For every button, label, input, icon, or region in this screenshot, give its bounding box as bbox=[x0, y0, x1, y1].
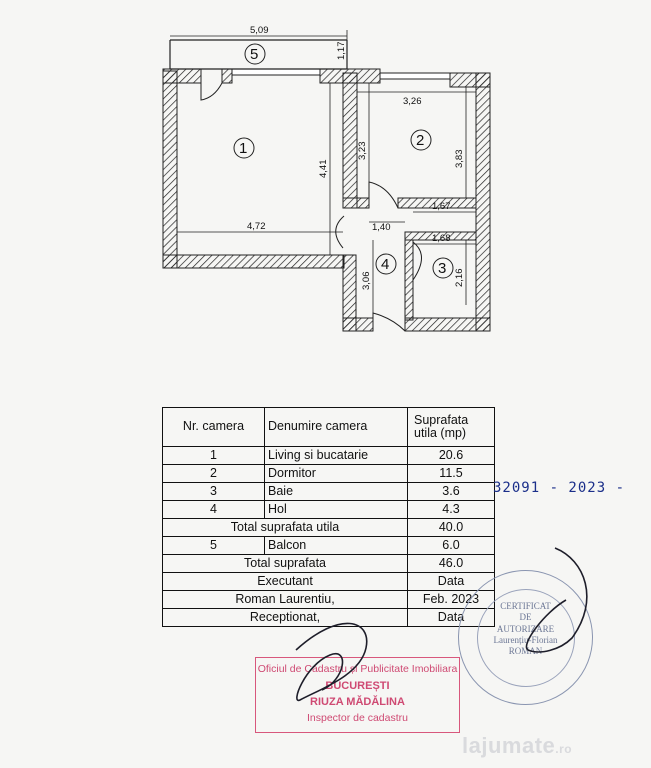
header-area: Suprafata utila (mp) bbox=[407, 407, 495, 447]
executant-name-row: Roman Laurentiu, Feb. 2023 bbox=[162, 590, 495, 609]
total-label: Total suprafata bbox=[162, 554, 408, 573]
dim-3-83: 3,83 bbox=[454, 150, 465, 169]
room-1-label: 1 bbox=[239, 140, 247, 157]
header-nr: Nr. camera bbox=[162, 407, 265, 447]
total-util-row: Total suprafata utila 40.0 bbox=[162, 518, 495, 537]
row-area: 4.3 bbox=[407, 500, 495, 519]
ocpi-stamp: Oficiul de Cadastru și Publicitate Imobi… bbox=[255, 657, 460, 733]
executant-label: Executant bbox=[162, 572, 408, 591]
row-nr: 1 bbox=[162, 446, 265, 465]
cert-line2: DE bbox=[519, 612, 532, 623]
receptionat-label: Receptionat, bbox=[162, 608, 408, 627]
room-2-label: 2 bbox=[416, 132, 424, 149]
row-nr: 3 bbox=[162, 482, 265, 501]
ocpi-line4: Inspector de cadastru bbox=[307, 711, 408, 724]
receptionat-row: Receptionat, Data bbox=[162, 608, 495, 627]
total-value: 46.0 bbox=[407, 554, 495, 573]
balcon-area: 6.0 bbox=[407, 536, 495, 555]
total-util-label: Total suprafata utila bbox=[162, 518, 408, 537]
room-5-label: 5 bbox=[250, 46, 258, 63]
row-name: Dormitor bbox=[264, 464, 408, 483]
table-row: 4 Hol 4.3 bbox=[162, 500, 495, 519]
balcon-nr: 5 bbox=[162, 536, 265, 555]
cert-line4: Laurențiu-Florian bbox=[493, 634, 558, 645]
walls bbox=[162, 68, 491, 332]
dim-1-40: 1,40 bbox=[372, 222, 391, 233]
balcon-row: 5 Balcon 6.0 bbox=[162, 536, 495, 555]
dim-4-72: 4,72 bbox=[247, 221, 266, 232]
row-area: 11.5 bbox=[407, 464, 495, 483]
dimension-lines bbox=[170, 30, 476, 318]
dim-1-67: 1,67 bbox=[432, 201, 451, 212]
area-table: Nr. camera Denumire camera Suprafata uti… bbox=[162, 407, 495, 627]
doors bbox=[200, 82, 422, 332]
watermark: lajumate.ro bbox=[462, 733, 572, 759]
room-numbers bbox=[233, 43, 454, 279]
header-area-line2: utila (mp) bbox=[414, 426, 467, 440]
header-area-line1: Suprafata bbox=[414, 412, 469, 427]
certificate-stamp: CERTIFICAT DE AUTORIZARE Laurențiu-Flori… bbox=[458, 570, 593, 705]
handwritten-registration-number: 32091 - 2023 - bbox=[493, 480, 626, 496]
header-name: Denumire camera bbox=[264, 407, 408, 447]
dim-4-41: 4,41 bbox=[318, 160, 329, 179]
dim-3-06: 3,06 bbox=[361, 272, 372, 291]
row-area: 3.6 bbox=[407, 482, 495, 501]
table-row: 2 Dormitor 11.5 bbox=[162, 464, 495, 483]
dim-1-17: 1,17 bbox=[336, 42, 347, 61]
dim-1-68: 1,68 bbox=[432, 233, 451, 244]
ocpi-line1: Oficiul de Cadastru și Publicitate Imobi… bbox=[257, 663, 458, 675]
watermark-name: lajumate bbox=[462, 733, 556, 758]
cert-line5: ROMAN bbox=[508, 646, 543, 656]
dim-2-16: 2,16 bbox=[454, 269, 465, 288]
room-3-label: 3 bbox=[438, 260, 446, 277]
room-4-label: 4 bbox=[381, 256, 389, 273]
total-util-value: 40.0 bbox=[407, 518, 495, 537]
dim-5-09: 5,09 bbox=[250, 25, 269, 36]
table-header-row: Nr. camera Denumire camera Suprafata uti… bbox=[162, 407, 495, 447]
table-row: 1 Living si bucatarie 20.6 bbox=[162, 446, 495, 465]
row-area: 20.6 bbox=[407, 446, 495, 465]
ocpi-line3: RIUZA MĂDĂLINA bbox=[310, 696, 405, 709]
dim-3-23: 3,23 bbox=[357, 142, 368, 161]
dimension-labels: 5,09 1,17 3,26 4,41 3,23 3,83 4,72 1,40 … bbox=[247, 25, 465, 290]
cert-line3: AUTORIZARE bbox=[496, 623, 555, 634]
floor-plan: 5,09 1,17 3,26 4,41 3,23 3,83 4,72 1,40 … bbox=[162, 25, 491, 332]
row-nr: 2 bbox=[162, 464, 265, 483]
ocpi-line2: BUCUREȘTI bbox=[325, 679, 390, 692]
executant-row: Executant Data bbox=[162, 572, 495, 591]
row-nr: 4 bbox=[162, 500, 265, 519]
row-name: Living si bucatarie bbox=[264, 446, 408, 465]
total-row: Total suprafata 46.0 bbox=[162, 554, 495, 573]
executant-name: Roman Laurentiu, bbox=[162, 590, 408, 609]
table-row: 3 Baie 3.6 bbox=[162, 482, 495, 501]
cert-line1: CERTIFICAT bbox=[500, 601, 551, 611]
row-name: Baie bbox=[264, 482, 408, 501]
dim-3-26: 3,26 bbox=[403, 96, 422, 107]
row-name: Hol bbox=[264, 500, 408, 519]
watermark-tld: .ro bbox=[555, 742, 573, 756]
balcon-name: Balcon bbox=[264, 536, 408, 555]
